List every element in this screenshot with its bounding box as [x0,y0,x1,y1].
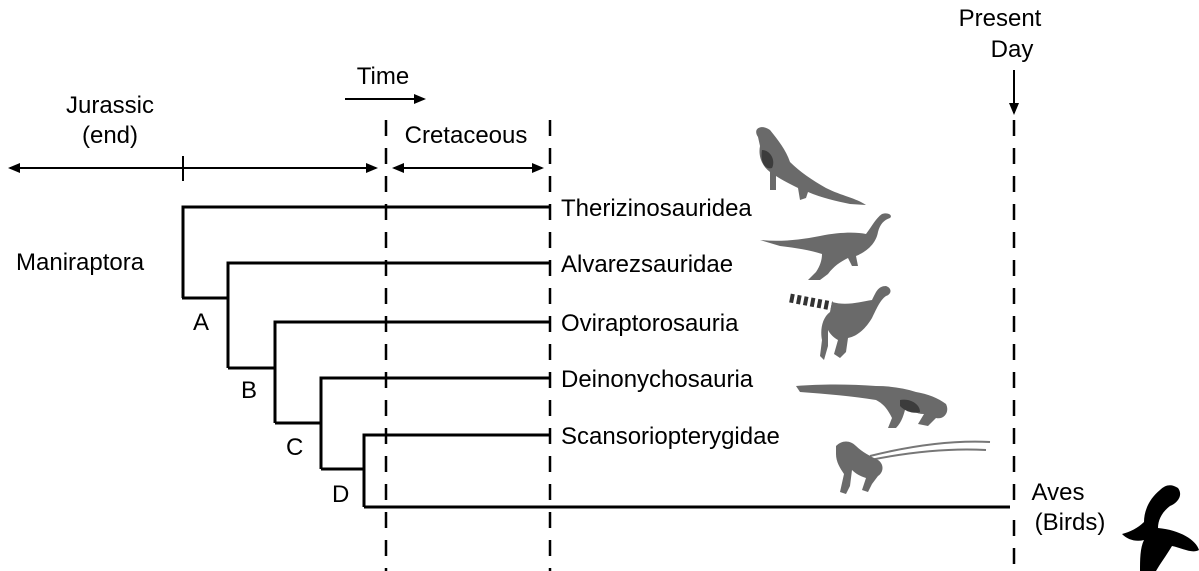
node-label-c: C [286,434,303,461]
taxon-oviraptorosauria: Oviraptorosauria [561,310,739,337]
deinonychosaur-icon [796,385,947,429]
branch-oviraptorosauria [275,322,550,423]
time-label: Time [357,63,409,90]
aves-label-line1: Aves [1032,479,1085,506]
therizinosaur-icon [756,127,866,205]
node-label-a: A [193,309,209,336]
node-label-b: B [241,377,257,404]
aves-label-line2: (Birds) [1035,509,1106,536]
maniraptora-label: Maniraptora [16,249,145,276]
bird-silhouette-icon [1122,485,1199,571]
taxon-deinonychosauria: Deinonychosauria [561,366,754,393]
node-label-d: D [332,481,349,508]
branch-deinonychosauria [321,378,550,469]
oviraptorosaur-icon [790,286,891,360]
jurassic-label-line2: (end) [82,122,138,149]
taxon-alvarezsauridae: Alvarezsauridae [561,251,733,278]
branch-scansoriopterygidae [364,435,550,507]
jurassic-label-line1: Jurassic [66,92,154,119]
scansoriopterygid-icon [836,442,990,495]
present-label-line2: Day [991,36,1034,63]
taxon-scansoriopterygidae: Scansoriopterygidae [561,423,780,450]
cretaceous-label: Cretaceous [405,122,528,149]
present-label-line1: Present [959,5,1042,32]
taxon-therizinosauridea: Therizinosauridea [561,195,752,222]
branch-therizinosauridea [183,207,550,298]
alvarezsaur-icon [760,213,891,280]
